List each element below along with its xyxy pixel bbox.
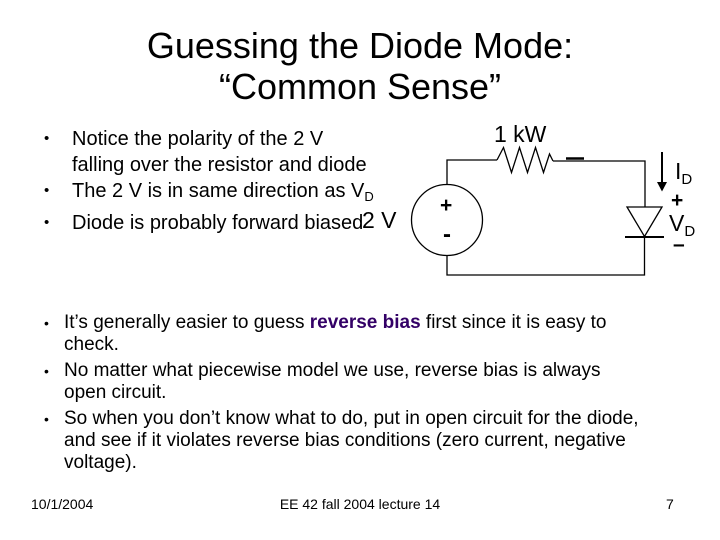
source-voltage-label: 2 V xyxy=(362,207,397,233)
text-segment: It’s generally easier to guess xyxy=(64,312,310,333)
bullet-item: • So when you don’t know what to do, put… xyxy=(44,408,699,474)
bullet-line: open circuit. xyxy=(64,382,167,403)
footer-page-number: 7 xyxy=(666,496,674,512)
wire xyxy=(553,160,646,207)
bullet-item: • Diode is probably forward biased xyxy=(44,210,424,236)
diode-icon xyxy=(625,206,664,238)
bullet-line: It’s generally easier to guess reverse b… xyxy=(64,312,607,334)
current-symbol: I xyxy=(675,158,682,184)
footer-date: 10/1/2004 xyxy=(31,496,94,512)
title-line-1: Guessing the Diode Mode: xyxy=(146,25,574,66)
bullet-text: The 2 V is in same direction as VD xyxy=(72,178,374,210)
bullet-line: The 2 V is in same direction as V xyxy=(72,180,365,202)
bullet-line: check. xyxy=(64,334,119,355)
bullet-line: Notice the polarity of the 2 V xyxy=(72,128,324,150)
bullet-dot-icon: • xyxy=(44,315,49,331)
diode-cathode-minus-sign: – xyxy=(673,233,685,256)
voltage-symbol: V xyxy=(669,210,685,236)
bullet-item: • It’s generally easier to guess reverse… xyxy=(44,312,699,356)
bullet-text: So when you don’t know what to do, put i… xyxy=(64,408,639,474)
bullet-text: Diode is probably forward biased xyxy=(72,212,364,234)
page-title: Guessing the Diode Mode: “Common Sense” xyxy=(0,25,720,107)
text-segment: first since it is easy to xyxy=(420,312,607,333)
diode-voltage-label: VD xyxy=(669,210,696,240)
resistor-icon xyxy=(496,145,554,175)
diode-anode-plus-sign: + xyxy=(671,189,684,212)
current-subscript: D xyxy=(681,171,693,188)
bullet-line: So when you don’t know what to do, put i… xyxy=(64,408,639,429)
bullet-text: No matter what piecewise model we use, r… xyxy=(64,360,600,404)
bullet-line: and see if it violates reverse bias cond… xyxy=(64,430,626,451)
emphasis-text: reverse bias xyxy=(309,312,421,333)
bullet-dot-icon: • xyxy=(44,182,50,199)
bullet-text: It’s generally easier to guess reverse b… xyxy=(64,312,607,356)
source-minus-sign: - xyxy=(443,221,451,248)
footer-course: EE 42 fall 2004 lecture 14 xyxy=(279,496,441,512)
bullet-item: • No matter what piecewise model we use,… xyxy=(44,360,699,404)
source-plus-sign: + xyxy=(440,194,453,217)
bullet-list-bottom: • It’s generally easier to guess reverse… xyxy=(44,312,699,478)
bullet-item: • The 2 V is in same direction as VD xyxy=(44,178,424,210)
bullet-list-top: • Notice the polarity of the 2 V falling… xyxy=(44,126,424,236)
subscript: D xyxy=(364,189,374,204)
bullet-text: Notice the polarity of the 2 V falling o… xyxy=(72,126,367,178)
bullet-line: No matter what piecewise model we use, r… xyxy=(64,360,601,381)
current-arrowhead-icon xyxy=(657,182,667,192)
bullet-dot-icon: • xyxy=(44,363,49,379)
wire xyxy=(446,237,646,276)
bullet-dot-icon: • xyxy=(44,130,50,147)
bullet-line: voltage). xyxy=(64,452,137,473)
voltage-subscript: D xyxy=(684,223,696,240)
wire xyxy=(446,159,497,185)
bullet-item: • Notice the polarity of the 2 V falling… xyxy=(44,126,424,178)
bullet-dot-icon: • xyxy=(44,411,49,427)
resistor-value-label: 1 kW xyxy=(494,121,547,147)
diode-current-label: ID xyxy=(675,158,693,188)
bullet-line: falling over the resistor and diode xyxy=(72,154,367,176)
bullet-dot-icon: • xyxy=(44,214,50,231)
title-line-2: “Common Sense” xyxy=(218,66,502,107)
